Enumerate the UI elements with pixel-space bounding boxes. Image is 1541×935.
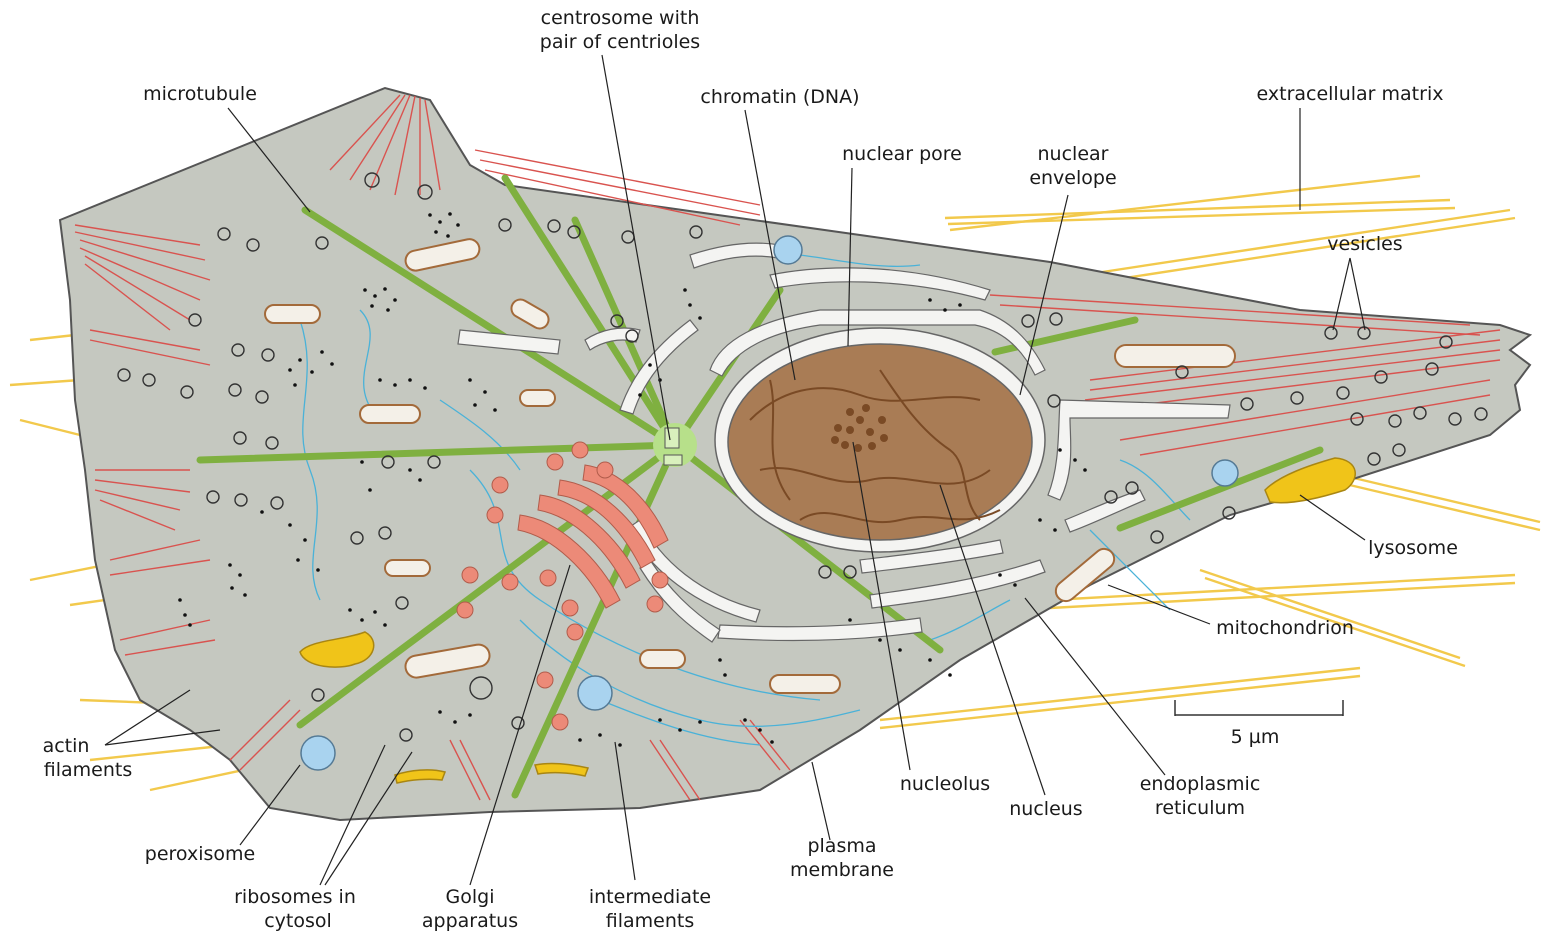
label-intermediate-filaments-line1: intermediate — [589, 886, 711, 908]
label-extracellular-matrix: extracellular matrix — [1257, 83, 1444, 105]
label-lysosome: lysosome — [1368, 537, 1458, 559]
label-plasma-membrane-line1: plasma — [807, 835, 876, 857]
scale-bar — [1175, 700, 1343, 716]
label-peroxisome: peroxisome — [145, 843, 255, 865]
label-intermediate-filaments-line2: filaments — [606, 910, 694, 932]
label-endoplasmic-reticulum-line2: reticulum — [1155, 797, 1245, 819]
label-golgi-line2: apparatus — [422, 910, 518, 932]
label-ribosomes-line1: ribosomes in — [234, 886, 356, 908]
label-mitochondrion: mitochondrion — [1216, 617, 1354, 639]
label-vesicles: vesicles — [1327, 233, 1402, 255]
label-centrosome-line1: centrosome with — [541, 7, 700, 29]
label-golgi-line1: Golgi — [446, 886, 495, 908]
label-actin-filaments-line1: actin — [43, 735, 90, 757]
label-nuclear-envelope-line1: nuclear — [1038, 143, 1109, 165]
label-actin-filaments-line2: filaments — [44, 759, 132, 781]
centrosome — [653, 423, 697, 467]
label-nucleus: nucleus — [1009, 798, 1082, 820]
nucleus — [715, 328, 1045, 552]
label-microtubule: microtubule — [143, 83, 257, 105]
label-ribosomes-line2: cytosol — [264, 910, 332, 932]
label-centrosome-line2: pair of centrioles — [540, 31, 700, 53]
label-nuclear-envelope-line2: envelope — [1029, 167, 1116, 189]
label-nuclear-pore: nuclear pore — [842, 143, 962, 165]
label-scale-bar: 5 µm — [1231, 726, 1280, 748]
label-plasma-membrane-line2: membrane — [790, 859, 894, 881]
label-endoplasmic-reticulum-line1: endoplasmic — [1140, 773, 1261, 795]
label-nucleolus: nucleolus — [900, 773, 990, 795]
label-chromatin: chromatin (DNA) — [700, 86, 859, 108]
